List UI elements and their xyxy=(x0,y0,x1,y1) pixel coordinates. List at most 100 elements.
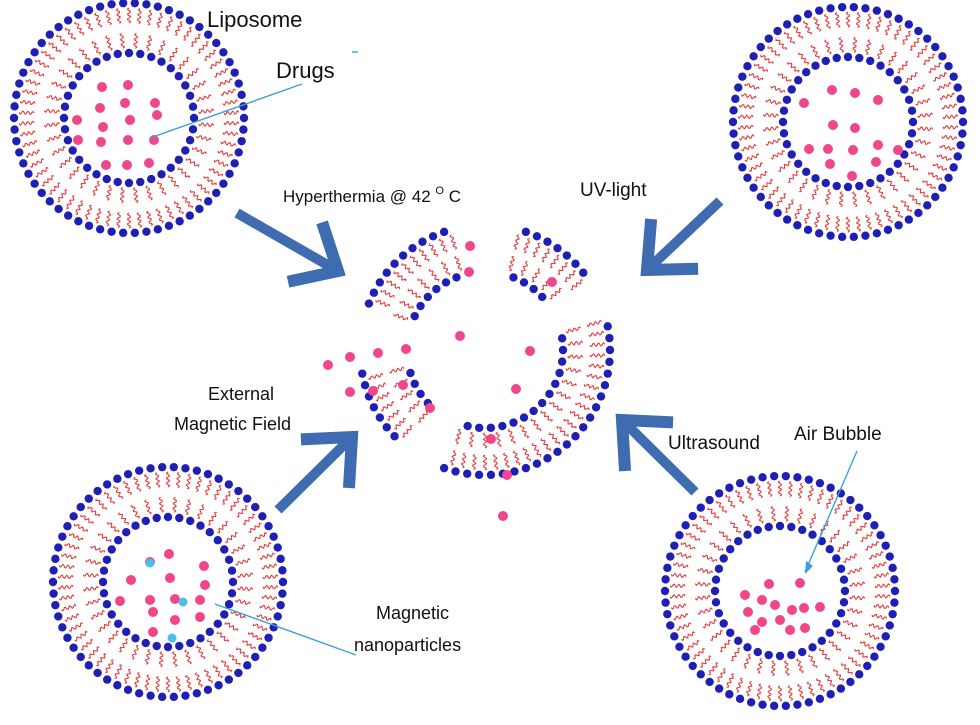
lipid-head xyxy=(904,215,914,224)
lipid-tail xyxy=(105,659,114,673)
lipid-head xyxy=(885,167,894,176)
drug-dot xyxy=(750,625,760,635)
lipid-tail xyxy=(669,583,686,589)
lipid-head xyxy=(738,72,747,81)
lipid-head xyxy=(264,521,273,531)
lipid-tail xyxy=(165,16,173,32)
lipid-head xyxy=(714,684,724,693)
pointer-lines-group xyxy=(149,51,858,656)
lipid-tail xyxy=(208,511,217,526)
lipid-head xyxy=(855,181,864,191)
lipid-tail xyxy=(407,288,421,299)
lipid-head xyxy=(714,564,724,573)
lipid-tail xyxy=(440,261,451,276)
lipid-head xyxy=(883,9,893,19)
lipid-head xyxy=(605,345,615,355)
lipid-head xyxy=(134,689,144,698)
drug-dot xyxy=(144,158,154,168)
drug-dot xyxy=(373,348,383,358)
lipid-tail xyxy=(145,210,154,227)
lipid-tail xyxy=(707,507,720,520)
lipid-tail xyxy=(209,58,223,70)
lipid-head xyxy=(890,575,899,584)
lipid-head xyxy=(888,563,897,573)
lipid-tail xyxy=(734,489,745,504)
lipid-head xyxy=(174,155,183,164)
lipid-head xyxy=(894,221,903,230)
lipid-tail xyxy=(777,73,792,82)
lipid-tail xyxy=(156,181,167,196)
lipid-head xyxy=(519,413,529,422)
lipid-head xyxy=(76,652,85,662)
lipid-tail xyxy=(82,573,99,578)
lipid-tail xyxy=(697,567,713,574)
lipid-tail xyxy=(680,542,696,550)
drug-dot xyxy=(893,145,903,155)
lipid-head xyxy=(243,661,252,670)
lipid-tail xyxy=(220,659,233,673)
lipid-head xyxy=(731,94,740,104)
lipid-tail xyxy=(159,651,164,668)
lipid-tail xyxy=(699,515,713,526)
lipid-head xyxy=(545,389,554,399)
lipid-tail xyxy=(700,655,712,668)
drug-dot xyxy=(165,573,175,583)
lipid-head xyxy=(839,598,849,607)
lipid-tail xyxy=(450,450,457,466)
lipid-head xyxy=(99,566,109,575)
lipid-head xyxy=(958,129,967,138)
lipid-head xyxy=(781,701,791,711)
lipid-head xyxy=(474,470,484,480)
drug-dot xyxy=(95,103,105,113)
lipid-head xyxy=(778,117,788,127)
lipid-tail xyxy=(195,645,206,660)
lipid-tail xyxy=(873,572,890,579)
drug-dot xyxy=(486,434,496,444)
lipid-tail xyxy=(185,499,192,515)
lipid-tail xyxy=(261,563,278,570)
lipid-tail xyxy=(755,482,764,499)
drug-dot xyxy=(757,617,767,627)
lipid-tail xyxy=(104,35,113,51)
lipid-head xyxy=(15,79,24,88)
lipid-tail xyxy=(708,662,719,676)
drug-dot xyxy=(145,595,155,605)
lipid-head xyxy=(663,609,672,619)
drug-dot xyxy=(873,95,883,105)
drug-dot xyxy=(799,603,809,613)
lipid-tail xyxy=(837,540,850,553)
lipid-tail xyxy=(522,447,532,462)
lipid-tail xyxy=(104,9,113,26)
lipid-tail xyxy=(217,77,233,87)
lipid-tail xyxy=(214,67,229,78)
pointer-line xyxy=(149,83,303,139)
pointer-line xyxy=(214,603,357,656)
lipid-tail xyxy=(29,158,44,169)
lipid-tail xyxy=(877,44,885,60)
lipid-tail xyxy=(237,572,254,579)
lipid-head xyxy=(571,432,580,441)
hyperthermia-degree: O xyxy=(435,185,444,197)
lipid-tail xyxy=(95,208,102,224)
lipid-tail xyxy=(777,685,783,702)
lipid-head xyxy=(107,227,116,236)
lipid-head xyxy=(663,563,672,573)
lipid-head xyxy=(543,237,552,246)
lipid-head xyxy=(234,148,243,157)
lipid-tail xyxy=(386,280,401,290)
lipid-head xyxy=(798,647,807,657)
drug-dot xyxy=(850,88,860,98)
lipid-head xyxy=(212,188,221,198)
lipid-tail xyxy=(57,189,68,203)
lipid-tail xyxy=(186,67,199,80)
lipid-tail xyxy=(905,71,918,84)
lipid-head xyxy=(48,577,58,587)
lipid-tail xyxy=(738,134,755,141)
lipid-head xyxy=(591,403,601,412)
lipid-head xyxy=(358,369,367,378)
lipid-tail xyxy=(746,681,753,697)
lipid-tail xyxy=(375,391,390,402)
lipid-head xyxy=(196,521,205,530)
lipid-head xyxy=(688,661,697,671)
lipid-tail xyxy=(380,289,395,298)
